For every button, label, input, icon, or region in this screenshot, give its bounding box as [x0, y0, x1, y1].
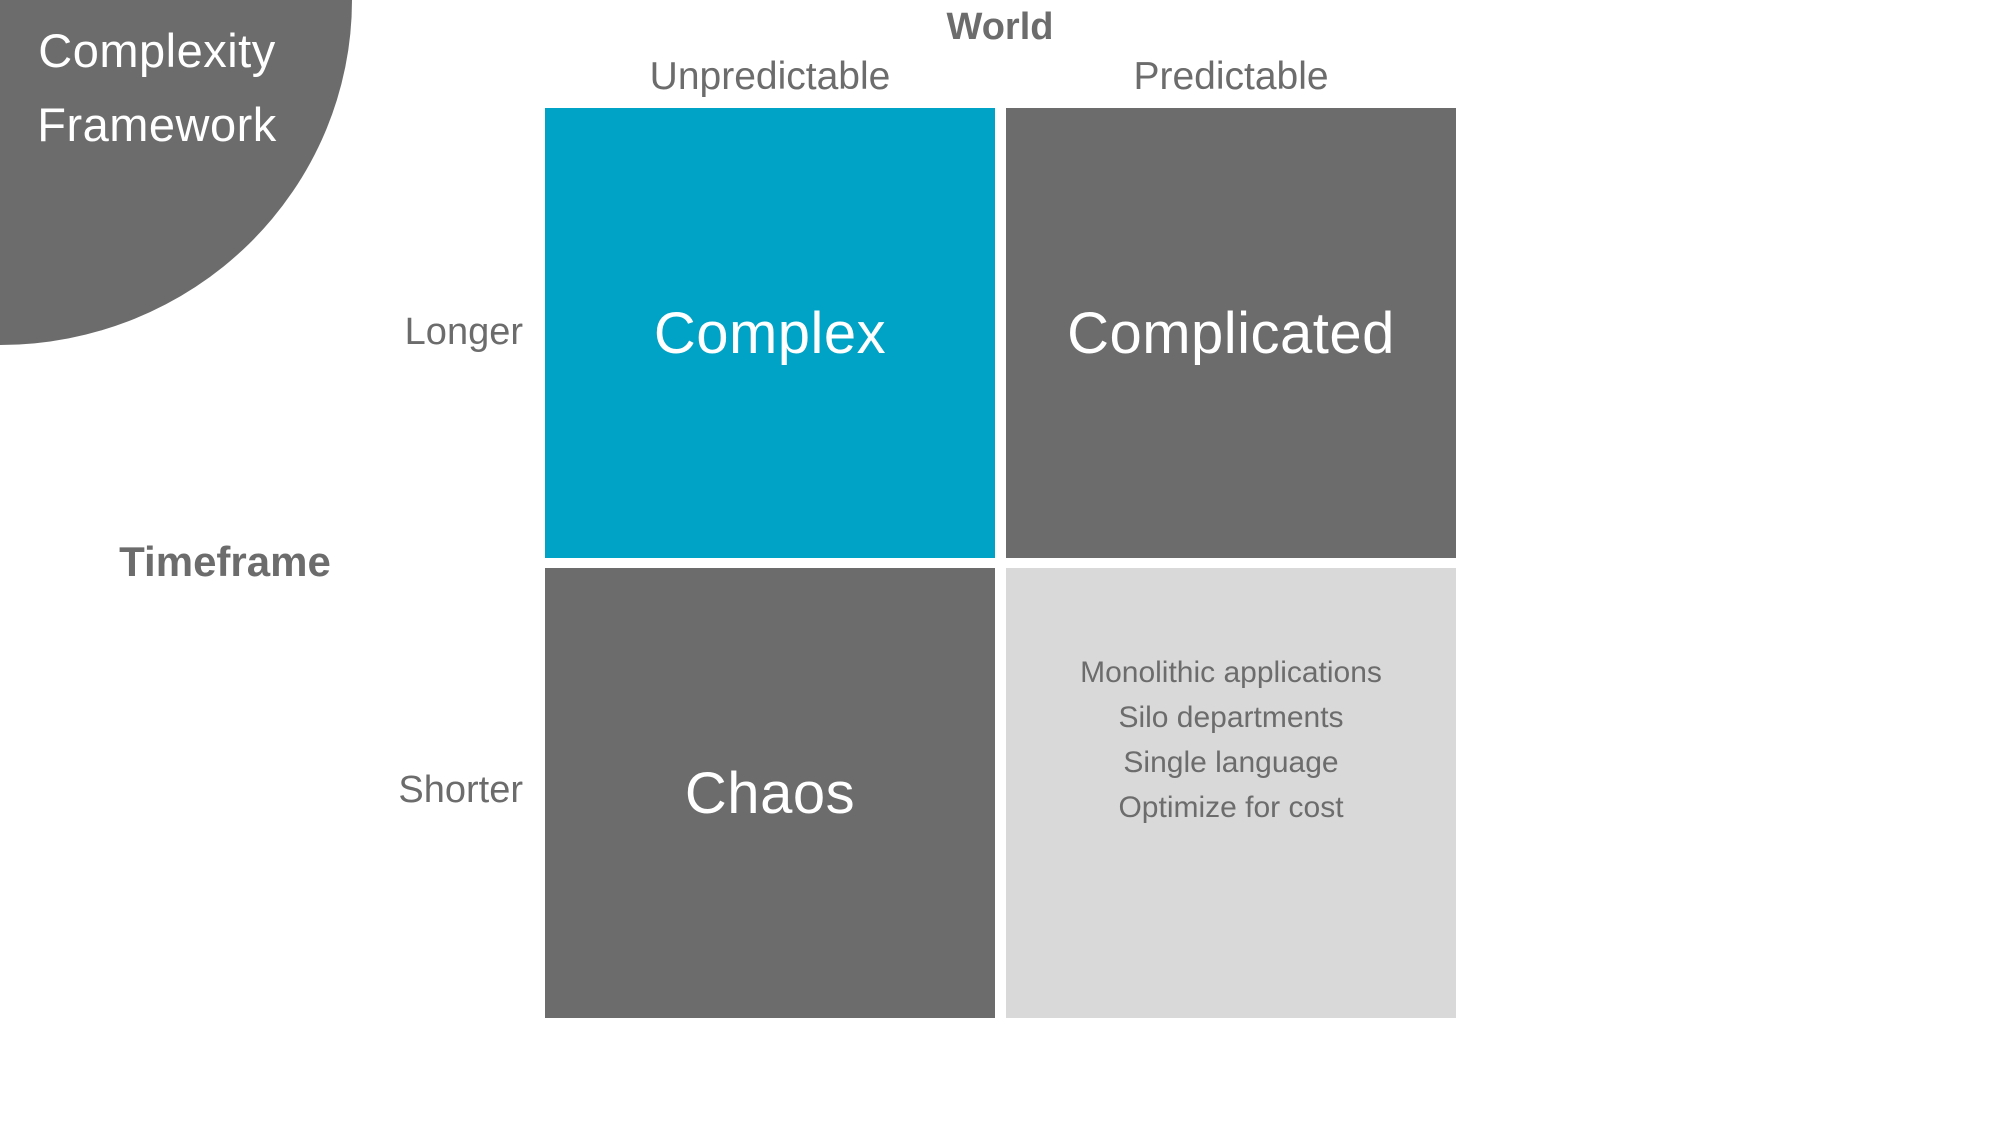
quadrant-complicated-label: Complicated [1067, 300, 1395, 366]
row-header-shorter: Shorter [398, 769, 523, 811]
detail-item: Silo departments [1118, 701, 1344, 734]
x-axis-title: World [946, 6, 1054, 48]
quadrant-complicated: Complicated [1006, 108, 1456, 558]
detail-item: Single language [1123, 746, 1339, 779]
quadrant-complex: Complex [545, 108, 995, 558]
row-header-longer: Longer [404, 311, 523, 353]
column-header-unpredictable: Unpredictable [649, 55, 891, 98]
detail-item: Monolithic applications [1080, 656, 1382, 689]
framework-badge-title: Complexity Framework [2, 14, 312, 162]
quadrant-chaos: Chaos [545, 568, 995, 1018]
quadrant-complex-label: Complex [653, 300, 887, 366]
detail-item: Optimize for cost [1118, 791, 1344, 824]
y-axis-title: Timeframe [119, 538, 331, 585]
quadrant-details-list: Monolithic applications Silo departments… [1006, 650, 1456, 830]
framework-badge-line2: Framework [37, 98, 277, 151]
framework-badge: Complexity Framework [0, 0, 352, 345]
quadrant-details: Monolithic applications Silo departments… [1006, 568, 1456, 1018]
quadrant-chaos-label: Chaos [684, 760, 856, 826]
framework-badge-line1: Complexity [38, 24, 276, 77]
column-header-predictable: Predictable [1133, 55, 1329, 98]
